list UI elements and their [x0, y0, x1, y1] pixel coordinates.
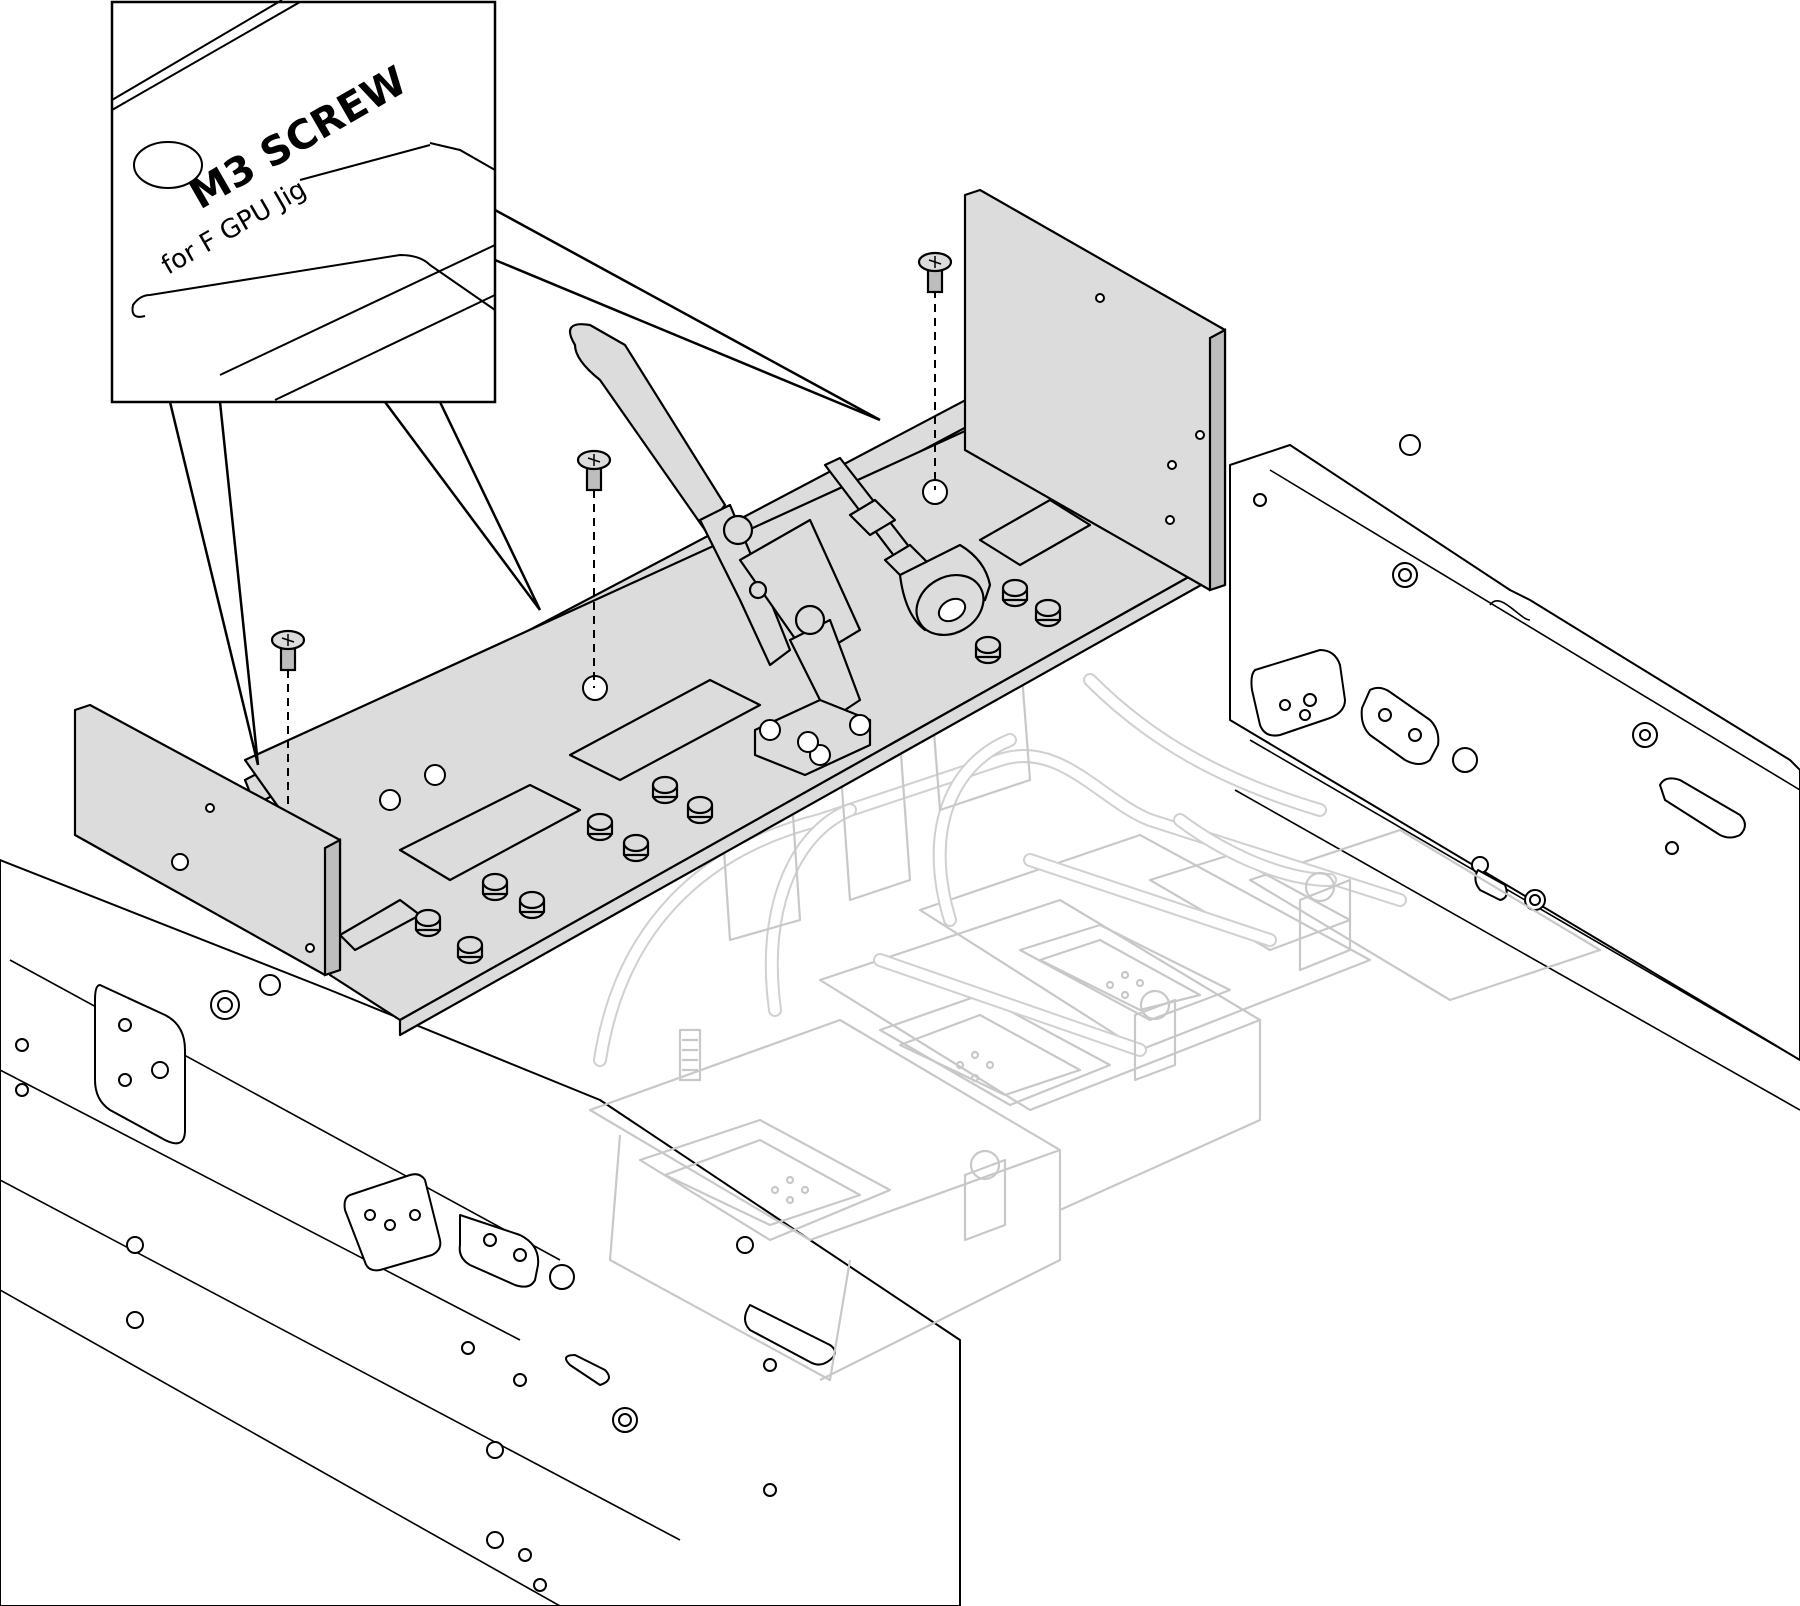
- screw-icon: [917, 251, 953, 294]
- server-chassis: [0, 434, 1800, 1606]
- standoffs: [414, 578, 1062, 965]
- screw-installation-guides: [287, 290, 936, 810]
- gpu-cold-plates-ghosted: [588, 648, 1602, 1382]
- f-gpu-jig: [73, 188, 1227, 1037]
- clamp-handle-icon: [568, 323, 727, 532]
- callout-box: M3 SCREW for F GPU Jig: [110, 0, 881, 766]
- screw-left: [270, 629, 306, 672]
- screw-icon: [576, 449, 612, 492]
- screw-icon: [270, 629, 306, 672]
- screw-right: [917, 251, 953, 294]
- screw-middle: [576, 449, 612, 492]
- toggle-clamp-icon: [568, 323, 992, 777]
